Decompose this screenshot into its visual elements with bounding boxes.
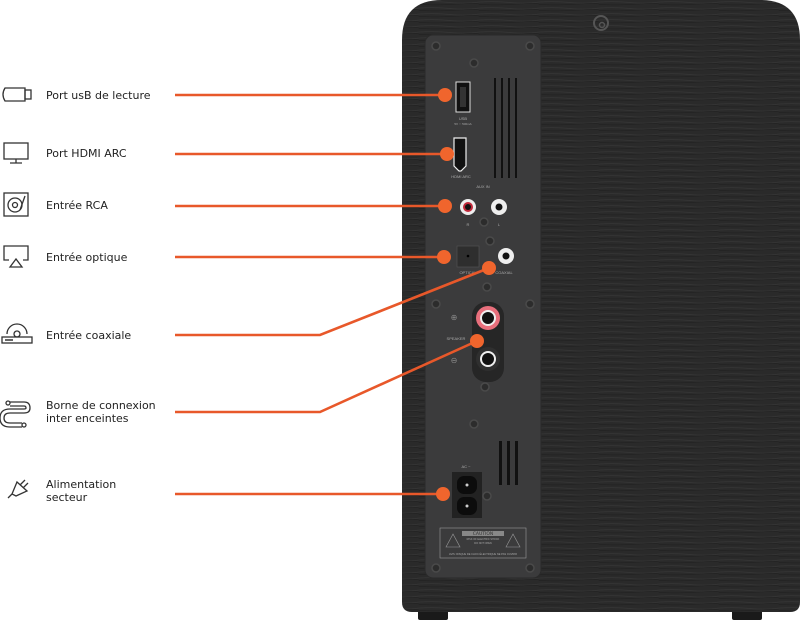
minus-label: ⊖ [451, 356, 458, 365]
disc-player-icon [1, 323, 33, 344]
svg-text:CAUTION: CAUTION [473, 531, 494, 537]
vent-slots [494, 78, 518, 485]
hdmi-label: HDMI ARC [451, 174, 471, 179]
l-label: L [498, 222, 501, 227]
label-power-2: secteur [46, 491, 88, 504]
callout-lines [175, 88, 496, 501]
ac-label: AC ~ [461, 464, 471, 469]
speaker-terminals [472, 302, 504, 382]
hdmi-port [453, 137, 467, 172]
cable-icon [0, 400, 31, 428]
svg-text:DO NOT OPEN: DO NOT OPEN [474, 542, 492, 545]
label-coaxial: Entrée coaxiale [46, 329, 131, 342]
turntable-icon [3, 192, 29, 217]
rear-panel: USB 5V ⎓ 500mA HDMI ARC AUX IN R L OPTIC… [424, 34, 542, 579]
caution-label: CAUTION RISK OF ELECTRIC SHOCK DO NOT OP… [439, 527, 527, 559]
rca-right [460, 199, 476, 215]
coaxial-port [498, 248, 514, 264]
brand-logo [593, 15, 609, 31]
svg-text:AVIS: RISQUE DE CHOC ÉLECTRIQU: AVIS: RISQUE DE CHOC ÉLECTRIQUE NE PAS O… [449, 551, 517, 556]
coaxial-label: COAXIAL [495, 270, 513, 275]
svg-text:RISK OF ELECTRIC SHOCK: RISK OF ELECTRIC SHOCK [467, 538, 500, 541]
label-usb: Port usB de lecture [46, 89, 151, 102]
monitor-icon [3, 142, 29, 164]
screws [431, 41, 535, 573]
label-optical: Entrée optique [46, 251, 128, 264]
usb-stick-icon [2, 87, 32, 102]
optical-label: OPTICAL [459, 270, 477, 275]
speaker-label: SPEAKER [447, 336, 466, 341]
usb-label: USB [459, 116, 468, 121]
label-speaker-terminal: Borne de connexion [46, 399, 156, 412]
aux-label: AUX IN [476, 184, 489, 189]
plug-icon [7, 479, 29, 499]
usb-port [455, 81, 471, 113]
usb-spec: 5V ⎓ 500mA [454, 122, 471, 126]
label-power: Alimentation [46, 478, 116, 491]
callout-labels: Port usB de lecture Port HDMI ARC Entrée… [46, 89, 156, 504]
airplay-icon [3, 245, 29, 268]
optical-port [456, 245, 480, 268]
rca-left [491, 199, 507, 215]
label-rca: Entrée RCA [46, 199, 108, 212]
r-label: R [467, 222, 470, 227]
plus-label: ⊕ [451, 313, 458, 322]
label-hdmi: Port HDMI ARC [46, 147, 127, 160]
ac-inlet [452, 472, 482, 518]
label-speaker-terminal-2: inter enceintes [46, 412, 129, 425]
